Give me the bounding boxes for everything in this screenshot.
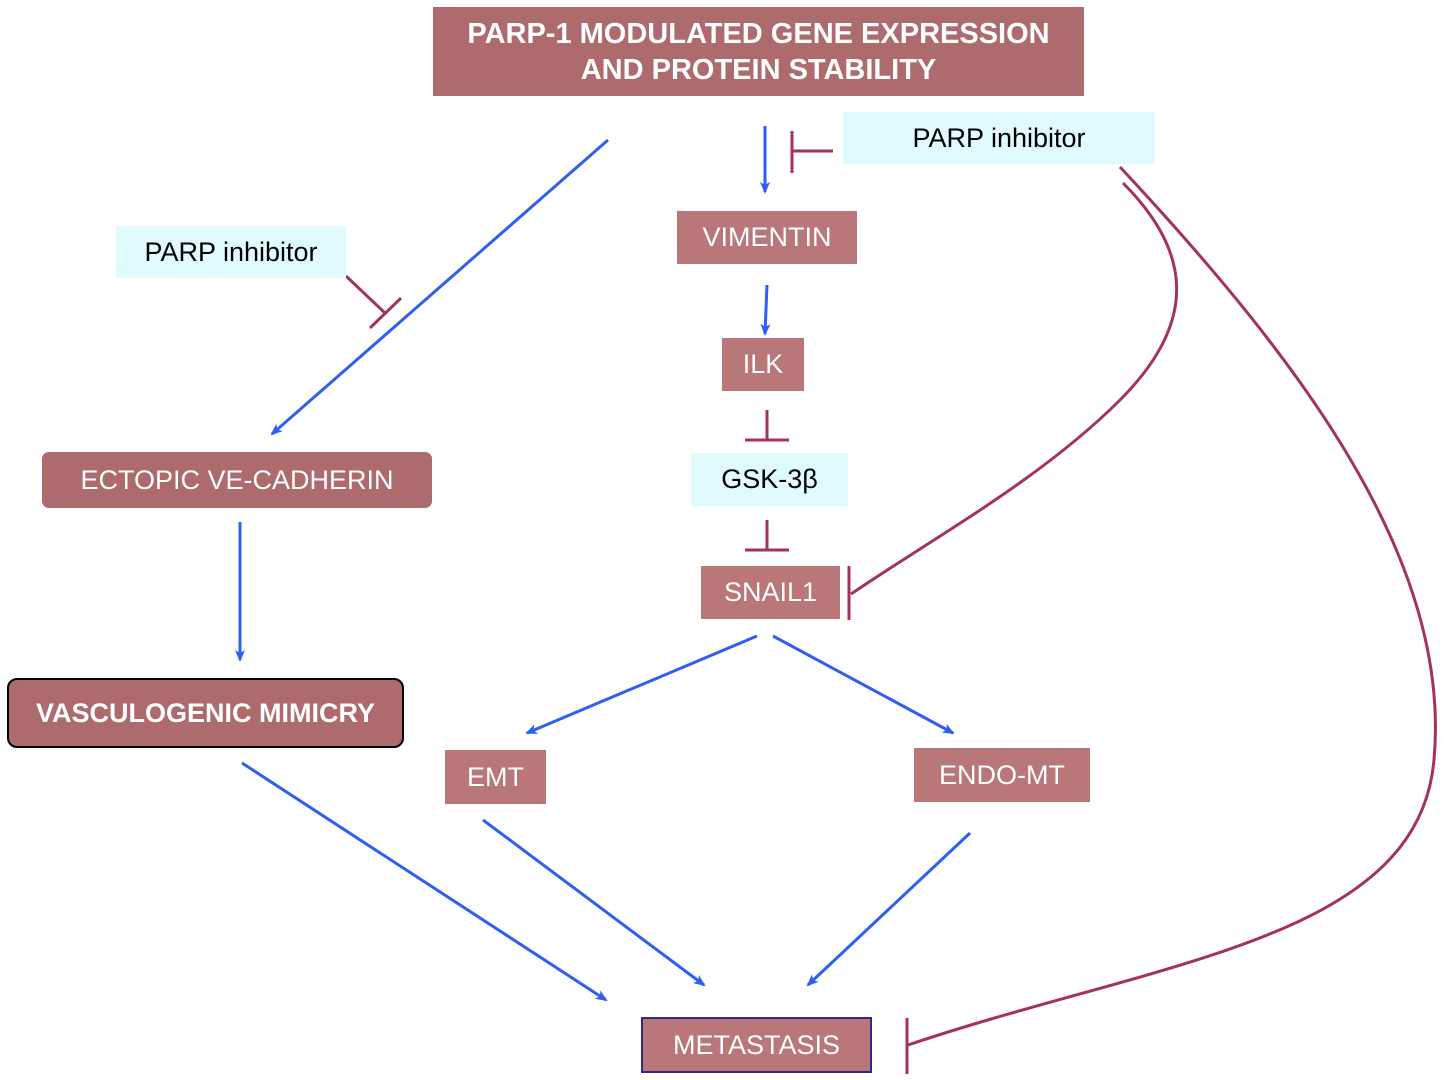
parp-inhibitor-left-label: PARP inhibitor (144, 236, 318, 267)
edge-title-to-ve-cadherin (270, 138, 609, 436)
vasculogenic-mimicry-node: VASCULOGENIC MIMICRY (7, 678, 404, 748)
endo-mt-node: ENDO-MT (914, 748, 1090, 802)
snail1-node: SNAIL1 (701, 566, 840, 619)
title-box: PARP-1 MODULATED GENE EXPRESSION AND PRO… (433, 7, 1084, 96)
ectopic-ve-cadherin-label: ECTOPIC VE-CADHERIN (80, 464, 394, 495)
snail1-label: SNAIL1 (723, 577, 818, 607)
inhibitor-to-ve-cadherin-bar (368, 296, 403, 330)
inhibitor-to-snail1-curve (850, 181, 1179, 596)
vasculogenic-mimicry-label: VASCULOGENIC MIMICRY (35, 697, 375, 728)
edge-endo-mt-to-metastasis (806, 831, 972, 987)
edge-snail1-to-emt (525, 634, 758, 735)
parp-inhibitor-top-label: PARP inhibitor (912, 122, 1086, 153)
vimentin-node: VIMENTIN (677, 211, 857, 264)
edge-vm-to-metastasis (241, 761, 608, 1002)
endo-mt-label: ENDO-MT (939, 759, 1065, 790)
vimentin-label: VIMENTIN (702, 222, 832, 252)
inhibitor-to-metastasis-curve (907, 165, 1437, 1047)
ilk-label: ILK (742, 349, 784, 379)
ectopic-ve-cadherin-node: ECTOPIC VE-CADHERIN (42, 452, 432, 508)
gsk3b-node: GSK-3β (691, 453, 848, 506)
ilk-node: ILK (722, 338, 804, 391)
edge-snail1-to-endo-mt (772, 634, 955, 735)
parp-inhibitor-left: PARP inhibitor (116, 226, 346, 278)
title-line-1: PARP-1 MODULATED GENE EXPRESSION (467, 17, 1050, 50)
inhibitor-to-ve-cadherin (344, 274, 387, 315)
parp-inhibitor-top: PARP inhibitor (843, 112, 1155, 164)
metastasis-label: METASTASIS (672, 1029, 841, 1060)
metastasis-node: METASTASIS (641, 1017, 872, 1073)
edge-vimentin-to-ilk (760, 284, 771, 336)
title-line-2: AND PROTEIN STABILITY (580, 53, 937, 86)
emt-label: EMT (467, 761, 524, 792)
emt-node: EMT (445, 750, 546, 804)
edge-emt-to-metastasis (482, 818, 706, 987)
gsk3b-label: GSK-3β (721, 464, 818, 494)
